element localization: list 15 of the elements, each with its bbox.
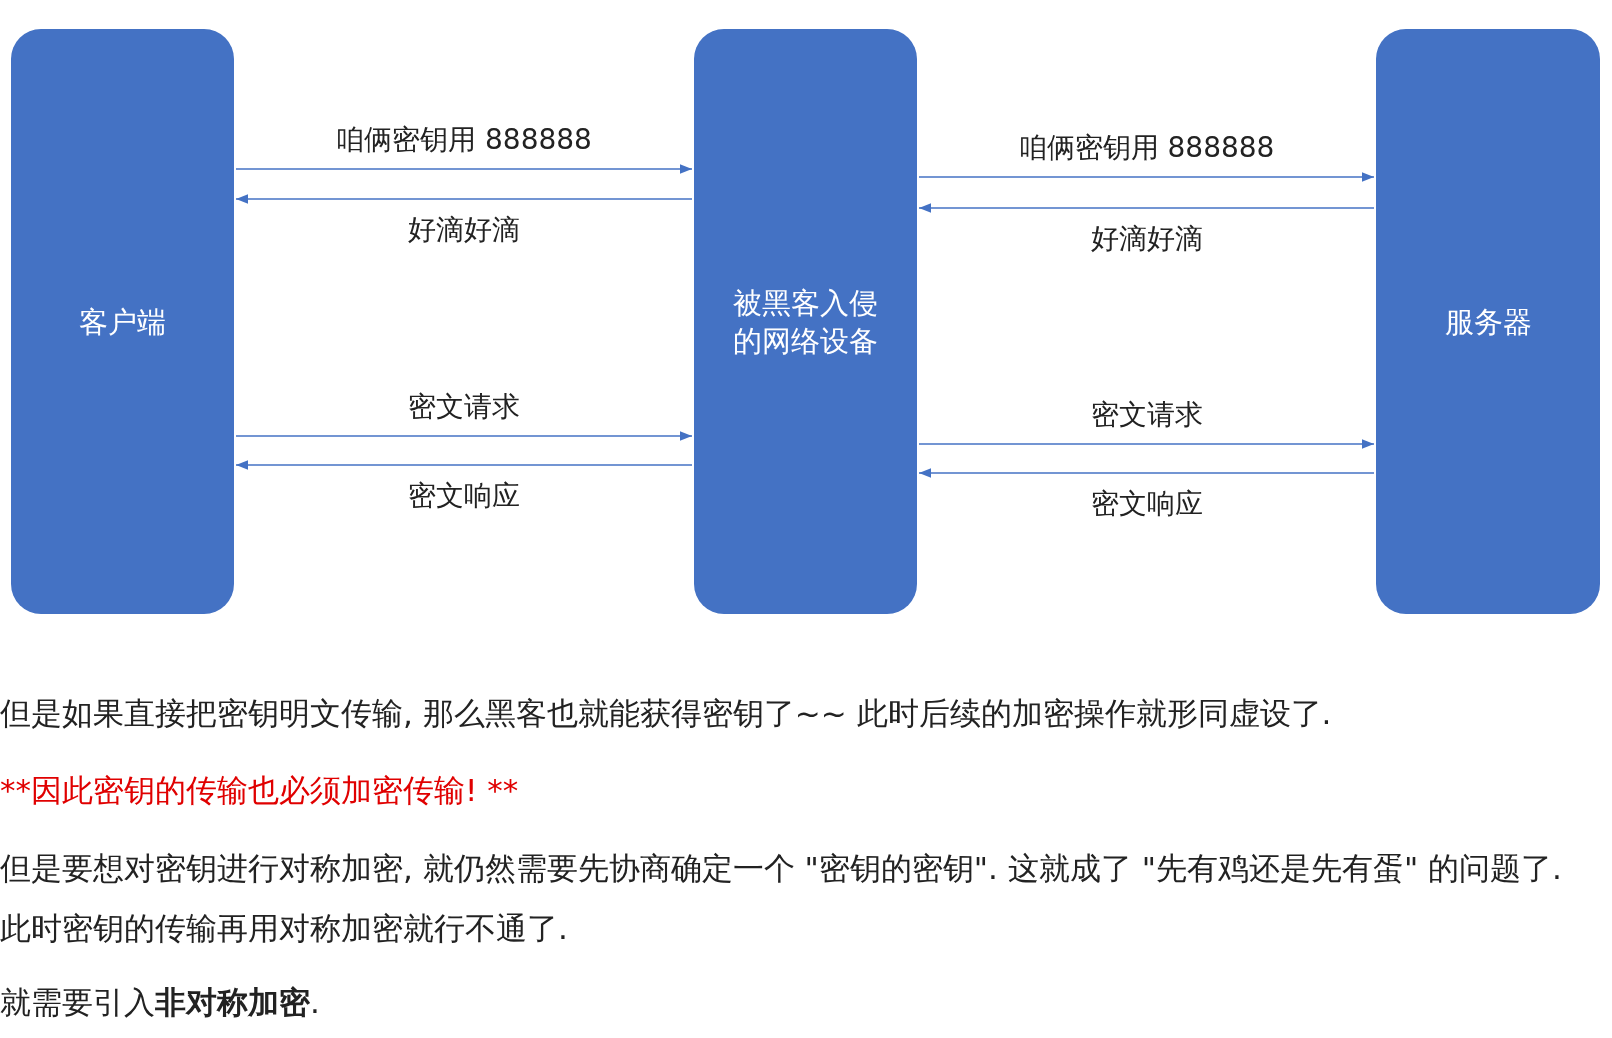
paragraph: 就需要引入非对称加密. (0, 983, 321, 1022)
process-box: 服务器 (1376, 29, 1600, 614)
paragraph: 但是如果直接把密钥明文传输, 那么黑客也就能获得密钥了~~ 此时后续的加密操作就形同虚设了. (0, 694, 1333, 733)
arrow (235, 164, 693, 174)
paragraph: 但是要想对密钥进行对称加密, 就仍然需要先协商确定一个 "密钥的密钥". 这就成了 "先有鸡还是先有蛋" 的问题了. 此时密钥的传输再用对称加密就行不通了. (0, 849, 1563, 948)
arrow (918, 203, 1375, 213)
arrow (918, 172, 1375, 182)
paragraph: **因此密钥的传输也必须加密传输! ** (0, 771, 520, 810)
arrow (918, 439, 1375, 449)
arrow (235, 460, 693, 470)
arrow (235, 431, 693, 441)
arrow (918, 468, 1375, 478)
process-box: 客户端 (11, 29, 234, 614)
process-box: 被黑客入侵的网络设备 (694, 29, 917, 614)
arrow (235, 194, 693, 204)
